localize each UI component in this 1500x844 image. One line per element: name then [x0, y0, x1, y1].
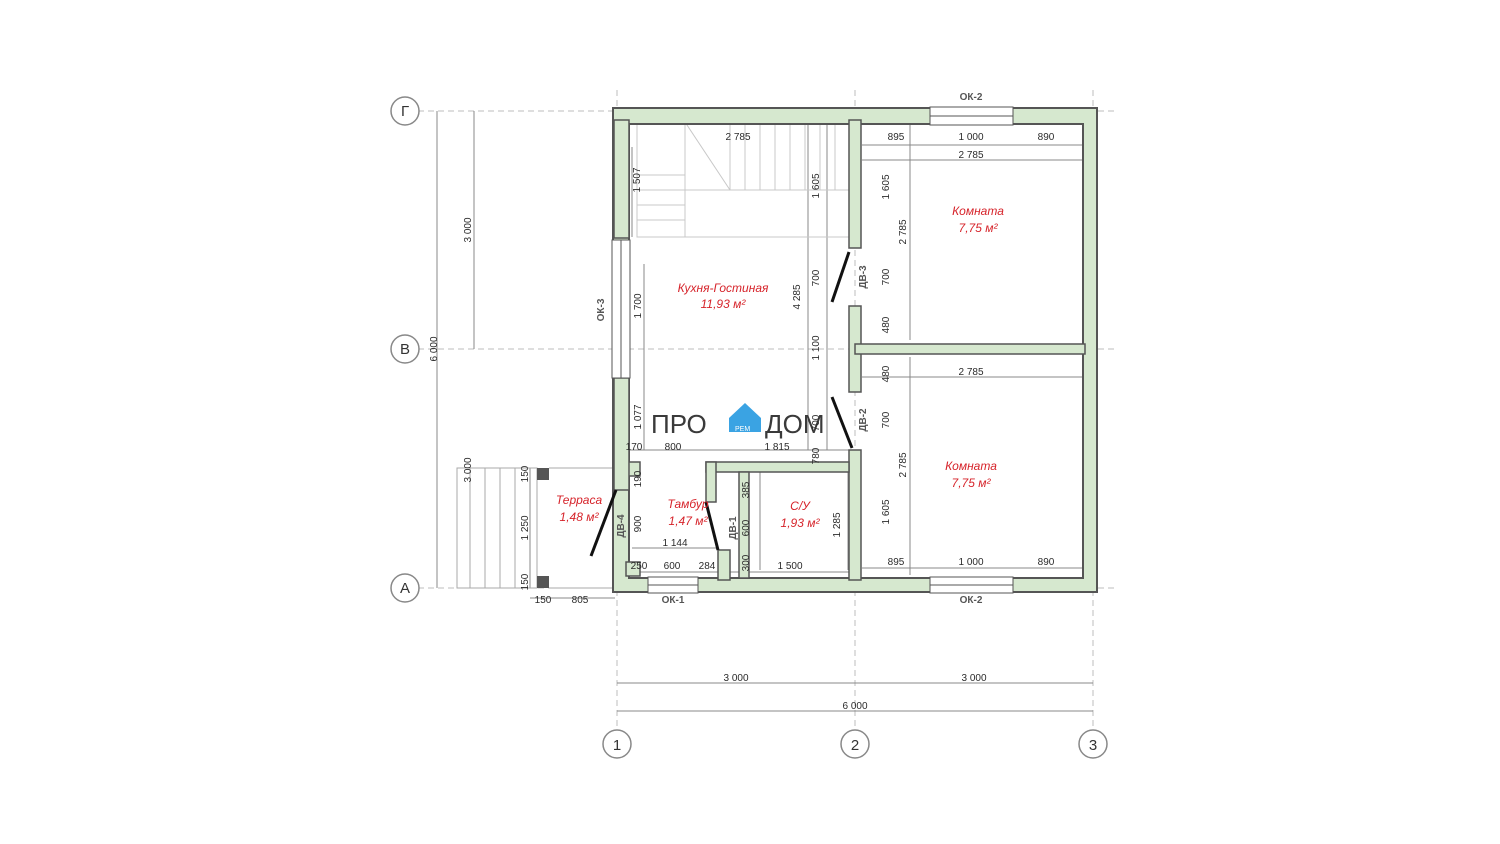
door-label-dv3: ДВ-3 [858, 265, 869, 289]
dim-kitchen-2: 1 077 [633, 404, 644, 429]
room-2-name: Комната [945, 459, 997, 473]
room-terrace-name: Терраса [556, 493, 603, 507]
dimension-lines [436, 111, 1093, 712]
dim-vest-8: 600 [664, 561, 681, 572]
dim-terrace-3: 150 [520, 573, 531, 590]
dim-vest-11: 1 285 [832, 512, 843, 537]
dim-kitchen-8: 780 [811, 447, 822, 464]
door-label-dv1: ДВ-1 [728, 516, 739, 540]
dim-right-3: 700 [881, 268, 892, 285]
doors [589, 251, 854, 557]
dim-vest-7: 250 [631, 561, 648, 572]
dim-right-2: 2 785 [898, 219, 909, 244]
logo-part2: ДОМ [765, 409, 825, 439]
dim-left-upper: 3 000 [463, 217, 474, 242]
dim-right-6: 700 [881, 411, 892, 428]
dim-right-8: 1 605 [881, 499, 892, 524]
dim-top-room-4: 2 785 [958, 150, 983, 161]
room-terrace-area: 1,48 м² [560, 510, 600, 524]
dimension-texts: 3 000 3 000 6 000 3 000 6 000 3 000 895 … [429, 132, 1055, 712]
dim-vest-4: 600 [741, 519, 752, 536]
windows [611, 106, 1014, 594]
room-vestibule-name: Тамбур [667, 497, 708, 511]
dim-right-5: 480 [881, 365, 892, 382]
room-vestibule-area: 1,47 м² [669, 514, 709, 528]
terrace [456, 467, 612, 589]
room-kitchen-name: Кухня-Гостиная [678, 281, 769, 295]
dim-vest-10: 1 500 [777, 561, 802, 572]
room-2-area: 7,75 м² [952, 476, 992, 490]
dim-kitchen-11: 1 815 [764, 442, 789, 453]
dim-vest-6: 1 144 [662, 538, 687, 549]
dim-bottom-room-3: 890 [1038, 557, 1055, 568]
dim-kitchen-9: 170 [626, 442, 643, 453]
dim-right-7: 2 785 [898, 452, 909, 477]
axis-col-1: 1 [613, 737, 621, 754]
axis-row-v: В [400, 341, 410, 358]
room-bath-name: С/У [790, 499, 811, 513]
dim-terrace-1: 150 [520, 465, 531, 482]
door-label-dv4: ДВ-4 [616, 514, 627, 538]
dim-kitchen-1: 1 700 [633, 293, 644, 318]
dim-kitchen-10: 800 [665, 442, 682, 453]
dim-stairs-length: 1 507 [632, 167, 643, 192]
dim-kitchen-5: 700 [811, 269, 822, 286]
dim-top-room-1: 895 [888, 132, 905, 143]
dim-top-room-2: 1 000 [958, 132, 983, 143]
room-1-name: Комната [952, 204, 1004, 218]
axis-markers: Г В А 1 2 3 [390, 96, 1108, 759]
brand-logo: ПРО РЕМ ДОМ [651, 403, 825, 439]
dim-vest-9: 284 [699, 561, 716, 572]
dim-bottom-room-4: 2 785 [958, 367, 983, 378]
axis-col-2: 2 [851, 737, 859, 754]
window-label-ok2-bottom: ОК-2 [960, 595, 983, 606]
room-labels: Кухня-Гостиная 11,93 м² Комната 7,75 м² … [556, 204, 1004, 530]
dim-right-4: 480 [881, 316, 892, 333]
dim-vest-2: 900 [633, 515, 644, 532]
dim-top-room-3: 890 [1038, 132, 1055, 143]
dim-kitchen-6: 1 100 [811, 335, 822, 360]
dim-kitchen-4: 1 605 [811, 173, 822, 198]
dim-kitchen-3: 4 285 [792, 284, 803, 309]
dim-bottom-1: 3 000 [723, 673, 748, 684]
axis-row-a: А [400, 580, 410, 597]
room-kitchen-area: 11,93 м² [701, 297, 747, 311]
window-label-ok2-top: ОК-2 [960, 92, 983, 103]
window-label-ok3: ОК-3 [596, 298, 607, 321]
dim-kitchen-7: 700 [811, 414, 822, 431]
dim-vest-1: 190 [633, 470, 644, 487]
dim-terrace-4: 150 [535, 595, 552, 606]
dim-bottom-room-2: 1 000 [958, 557, 983, 568]
window-label-ok1: ОК-1 [662, 595, 685, 606]
dim-right-1: 1 605 [881, 174, 892, 199]
axis-col-3: 3 [1089, 737, 1097, 754]
dim-vest-3: 385 [741, 481, 752, 498]
dim-bottom-room-1: 895 [888, 557, 905, 568]
element-labels: ОК-2 ОК-2 ОК-3 ОК-1 ДВ-3 ДВ-2 ДВ-4 ДВ-1 [596, 92, 983, 606]
dim-left-lower: 3 000 [463, 457, 474, 482]
axis-row-g: Г [401, 103, 409, 120]
dim-stairs-width: 2 785 [725, 132, 750, 143]
dim-bottom-total: 6 000 [842, 701, 867, 712]
logo-part1: ПРО [651, 409, 707, 439]
door-label-dv2: ДВ-2 [858, 408, 869, 432]
dim-left-total: 6 000 [429, 336, 440, 361]
dim-terrace-2: 1 250 [520, 515, 531, 540]
dim-terrace-5: 805 [572, 595, 589, 606]
logo-sub: РЕМ [735, 426, 750, 433]
house-icon [729, 403, 761, 432]
dim-bottom-2: 3 000 [961, 673, 986, 684]
room-1-area: 7,75 м² [959, 221, 999, 235]
room-bath-area: 1,93 м² [781, 516, 821, 530]
dim-vest-5: 300 [741, 554, 752, 571]
